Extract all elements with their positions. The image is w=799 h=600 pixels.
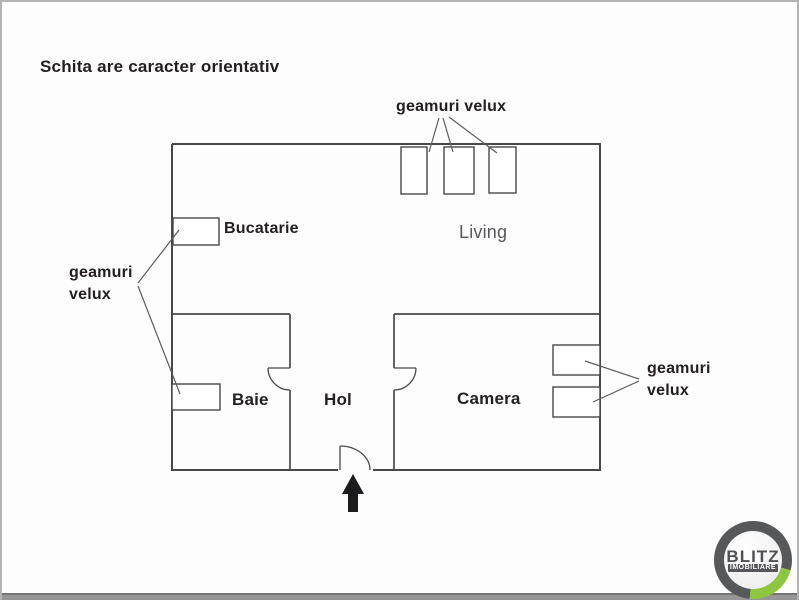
logo-brand-text: BLITZ — [726, 546, 780, 566]
leader-top-3 — [448, 116, 498, 154]
room-label-baie: Baie — [232, 390, 269, 409]
window-camera-1 — [552, 344, 601, 376]
outer-walls — [171, 143, 601, 471]
annotation-velux-right: geamuri velux — [647, 360, 711, 399]
blitz-imobiliare-logo: BLITZ IMOBILIARE — [714, 521, 792, 599]
leader-top-2 — [442, 117, 454, 153]
window-camera-2 — [552, 386, 601, 418]
disclaimer-title: Schita are caracter orientativ — [40, 57, 280, 76]
window-living-1 — [400, 146, 428, 195]
room-label-camera: Camera — [457, 389, 521, 408]
room-label-hol: Hol — [324, 390, 352, 409]
logo-inner-disc: BLITZ IMOBILIARE — [724, 531, 782, 589]
window-baie — [171, 383, 221, 411]
door-entrance — [339, 445, 371, 471]
leader-top-1 — [428, 117, 440, 153]
leader-lines — [137, 116, 640, 403]
door-baie — [267, 367, 291, 391]
annotation-velux-left: geamuri velux — [69, 264, 133, 303]
room-label-living: Living — [459, 222, 508, 242]
leader-left-up — [137, 229, 180, 284]
door-camera — [393, 367, 417, 391]
leader-right-down — [592, 380, 640, 403]
annotation-velux-top: geamuri velux — [396, 98, 507, 115]
velux-windows — [171, 146, 601, 418]
leader-left-down — [137, 285, 181, 395]
logo-tagline-text: IMOBILIARE — [727, 563, 779, 572]
entrance-arrow-icon — [342, 474, 364, 512]
bottom-frame-bar — [2, 593, 797, 600]
interior-walls — [172, 313, 600, 470]
window-living-3 — [488, 146, 517, 194]
room-label-bucatarie: Bucatarie — [224, 220, 299, 237]
window-living-2 — [443, 146, 475, 195]
window-bucatarie — [172, 217, 220, 246]
leader-right-up — [584, 360, 640, 380]
